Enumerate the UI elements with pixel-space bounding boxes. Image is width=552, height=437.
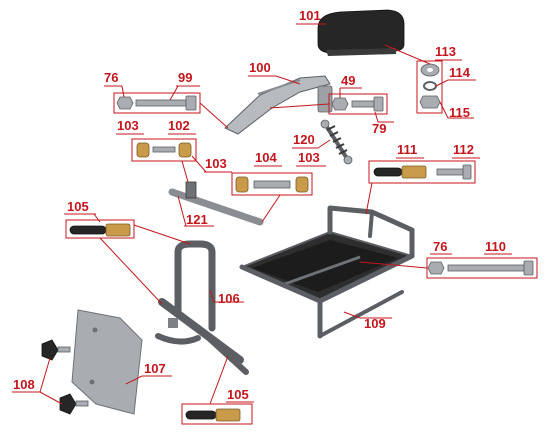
nut	[419, 95, 441, 109]
label-114: 114	[449, 65, 471, 80]
nut-76-top	[116, 96, 134, 110]
bolt-99	[135, 95, 197, 111]
label-109-callout: 109	[343, 311, 392, 331]
label-100-callout: 100	[248, 60, 301, 85]
seat-cushion	[317, 9, 405, 56]
label-109: 109	[364, 316, 386, 331]
mounting-plate	[71, 309, 143, 415]
label-79-callout: 79	[372, 111, 394, 136]
label-101: 101	[299, 8, 321, 23]
label-105-bottom: 105	[227, 387, 249, 402]
label-79: 79	[372, 121, 386, 136]
bolt-112	[436, 164, 472, 180]
bushing-103-lower-left	[235, 176, 249, 193]
lock-washer	[423, 81, 437, 91]
label-112-callout: 112	[452, 142, 480, 159]
label-103-mid: 103	[205, 156, 227, 171]
label-104-callout: 104	[254, 150, 282, 167]
seat-bracket	[224, 75, 333, 135]
label-106: 106	[218, 291, 240, 306]
knob-bottom	[59, 393, 89, 415]
label-111-callout: 111	[396, 142, 424, 159]
label-99: 99	[178, 70, 192, 85]
label-111: 111	[397, 142, 417, 157]
label-120: 120	[293, 132, 315, 147]
pin-105-bottom	[185, 408, 241, 422]
label-105-top-callout: 105	[64, 199, 101, 223]
label-76-top-callout: 76	[104, 70, 125, 98]
label-103-mid-callout: 103	[191, 155, 232, 173]
label-113: 113	[435, 44, 456, 59]
label-108: 108	[13, 377, 35, 392]
label-105-bottom-callout: 105	[226, 387, 254, 403]
label-112: 112	[453, 142, 474, 157]
label-110: 110	[485, 239, 506, 254]
label-115-callout: 115	[439, 101, 474, 120]
label-49: 49	[341, 73, 355, 88]
label-103-left: 103	[117, 118, 139, 133]
washer	[420, 63, 440, 77]
label-121-callout: 121	[177, 195, 214, 227]
nut-49	[331, 97, 349, 111]
label-107-callout: 107	[125, 361, 172, 385]
label-49-callout: 49	[339, 73, 362, 98]
bushing-103-left	[136, 142, 150, 158]
shock-absorber	[320, 119, 353, 165]
label-99-callout: 99	[169, 70, 200, 101]
label-102: 102	[168, 118, 190, 133]
label-120-callout: 120	[292, 132, 331, 149]
hitch-frame	[155, 240, 249, 375]
pin-105-top	[69, 223, 131, 237]
bushing-103-right	[178, 142, 192, 158]
spacer-104	[253, 180, 291, 189]
bolt-79	[351, 96, 384, 112]
platform-frame	[239, 205, 415, 339]
bushing-103-lower-right	[295, 176, 309, 193]
bolt-110	[447, 260, 534, 276]
label-76-right: 76	[433, 239, 447, 254]
label-103-right-callout: 103	[296, 150, 326, 167]
label-103-left-callout: 103	[116, 118, 144, 135]
label-102-callout: 102	[168, 118, 196, 135]
label-115: 115	[449, 105, 470, 120]
label-76-top: 76	[104, 70, 118, 85]
pivot-bar	[168, 181, 264, 226]
label-113-callout: 113	[435, 44, 462, 61]
pin-111	[373, 165, 427, 179]
label-105-top: 105	[67, 199, 89, 214]
label-107: 107	[144, 361, 166, 376]
label-121: 121	[186, 212, 208, 227]
label-108-callout: 108	[12, 357, 63, 405]
label-104: 104	[255, 150, 277, 165]
label-106-callout: 106	[209, 289, 244, 306]
pin-102	[152, 146, 176, 153]
label-110-callout: 110	[484, 239, 512, 255]
label-114-callout: 114	[435, 65, 476, 87]
nut-76-right	[427, 261, 445, 275]
label-76-right-callout: 76	[430, 239, 452, 255]
label-101-callout: 101	[296, 8, 326, 25]
knob-top	[41, 339, 71, 361]
label-100: 100	[249, 60, 271, 75]
label-103-right: 103	[298, 150, 320, 165]
